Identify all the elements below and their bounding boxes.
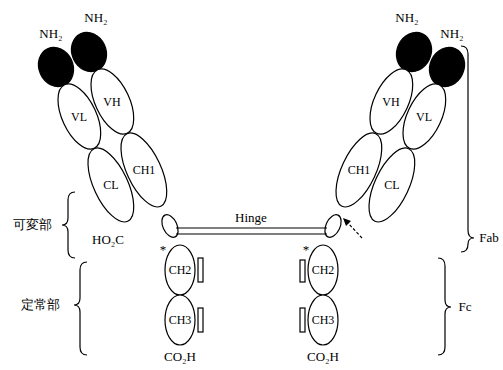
region-label: 可変部 xyxy=(13,218,52,232)
domain-shape xyxy=(360,142,425,229)
glycosylation-mark: * xyxy=(303,243,310,257)
domain-shape xyxy=(308,245,338,295)
domain-ellipse: CH3 xyxy=(308,295,338,345)
arrowhead xyxy=(343,218,351,226)
domain-ellipse: VL xyxy=(403,84,446,149)
domain-ellipse: CL xyxy=(88,148,134,222)
hinge-label: Hinge xyxy=(235,211,267,225)
domain-label: VL xyxy=(416,111,432,123)
fragment-label: Fc xyxy=(459,300,472,314)
domain-ellipse: CH3 xyxy=(165,295,195,345)
terminal-label: CO₂H xyxy=(307,350,339,364)
fragment-label: Fab xyxy=(479,231,499,245)
brace xyxy=(74,262,87,355)
domain-bracket xyxy=(300,308,305,332)
terminal-label: NH₂ xyxy=(39,27,62,41)
terminal-label: CO₂H xyxy=(164,350,196,364)
domain-shape xyxy=(394,78,454,156)
domain-shape xyxy=(165,295,195,345)
brace xyxy=(438,258,451,355)
domain-label: CL xyxy=(384,179,399,191)
domain-shape xyxy=(79,142,144,229)
glycosylation-mark: * xyxy=(160,243,167,257)
domain-label: CH2 xyxy=(169,264,192,276)
domain-bracket xyxy=(198,258,203,282)
hinge-bar xyxy=(176,227,327,228)
hinge-ellipse xyxy=(159,212,182,240)
domain-bracket xyxy=(198,308,203,332)
dashed-pointer xyxy=(347,222,362,238)
region-label: 定常部 xyxy=(21,298,60,312)
brace xyxy=(62,192,75,258)
domain-ellipse: VL xyxy=(58,84,101,149)
domain-bracket xyxy=(300,260,305,282)
terminal-label: NH₂ xyxy=(395,11,418,25)
domain-label: CH1 xyxy=(348,164,371,176)
domain-ellipse: CH2 xyxy=(308,245,338,295)
domain-label: VL xyxy=(71,111,87,123)
terminal-label: HO₂C xyxy=(92,233,124,247)
domain-label: CH2 xyxy=(312,264,335,276)
domain-shape xyxy=(49,78,109,156)
brace xyxy=(461,46,474,252)
hinge-bar xyxy=(176,233,327,234)
terminal-label: NH₂ xyxy=(84,11,107,25)
domain-shape xyxy=(308,295,338,345)
domain-label: CH3 xyxy=(169,314,192,326)
hinge-ellipse xyxy=(322,212,345,240)
domain-label: VH xyxy=(382,96,399,108)
terminal-label: NH₂ xyxy=(440,27,463,41)
domain-label: CL xyxy=(103,179,118,191)
domain-label: CH3 xyxy=(312,314,335,326)
domain-ellipse: CH2 xyxy=(165,245,195,295)
domain-label: CH1 xyxy=(133,164,156,176)
domain-label: VH xyxy=(103,96,120,108)
domain-shape xyxy=(165,245,195,295)
domain-ellipse: CL xyxy=(369,148,415,222)
